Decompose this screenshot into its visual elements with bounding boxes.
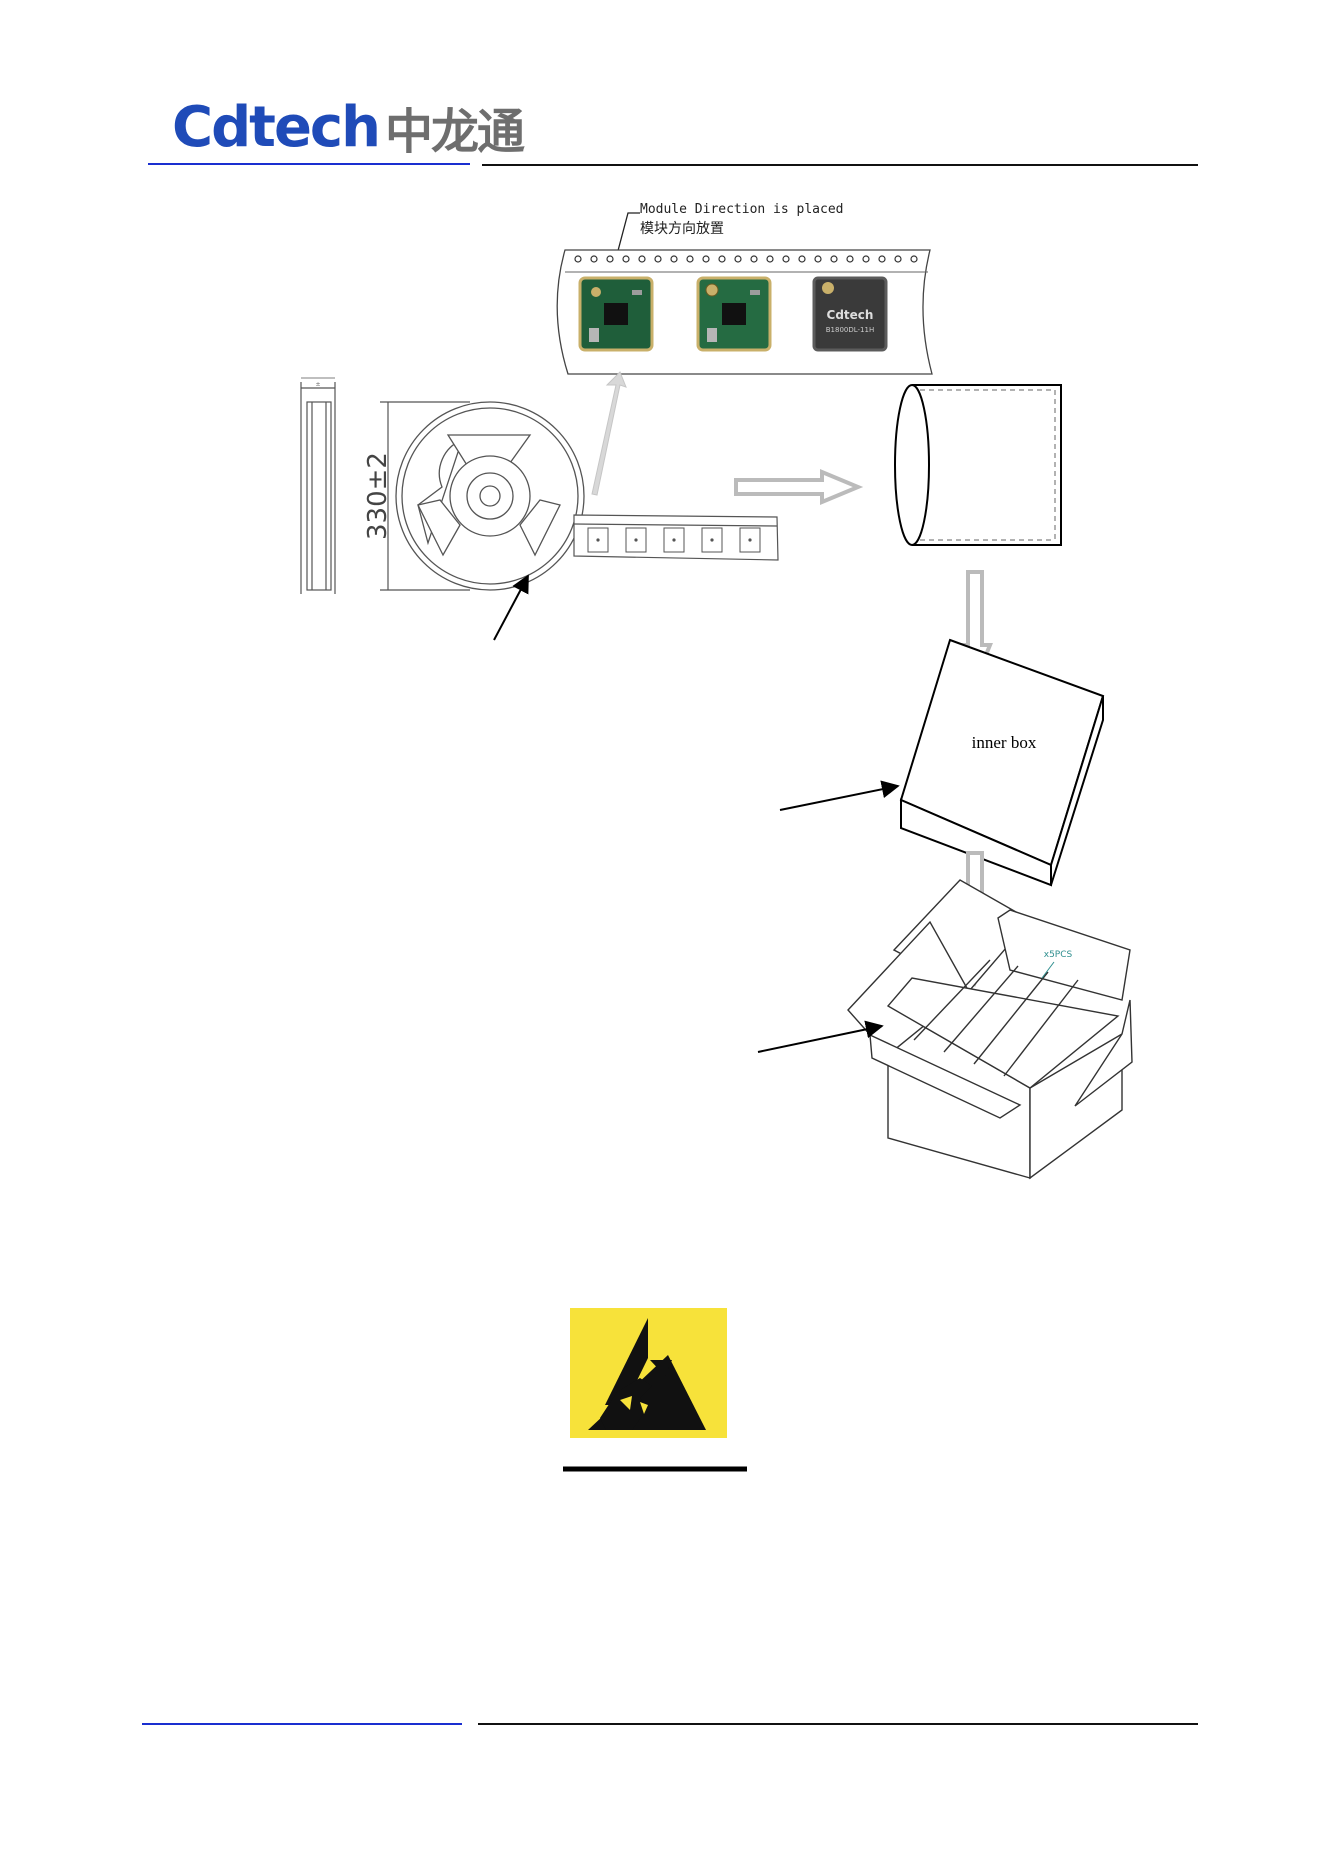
module-pcb-1	[580, 278, 652, 350]
module-shielded: Cdtech B1800DL-11H	[814, 278, 886, 350]
footer-rule-black	[478, 1723, 1198, 1725]
reel-side-view	[301, 378, 335, 594]
module-brand-text: Cdtech	[827, 308, 874, 322]
arrow-reel-to-bag	[736, 472, 858, 502]
inner-box-label: inner box	[972, 733, 1037, 752]
arrow-carton-pointer	[758, 1026, 882, 1052]
outer-carton	[848, 880, 1132, 1178]
reel-front-view	[396, 402, 584, 590]
carrier-tape-reel	[574, 515, 778, 560]
footer-rule-blue	[142, 1723, 462, 1725]
carton-quantity-label: x5PCS	[1044, 950, 1073, 960]
esd-warning-icon	[570, 1308, 727, 1438]
antistatic-bag	[895, 385, 1061, 545]
reel-dimension-text: 330±2	[363, 452, 393, 540]
inner-box	[901, 640, 1103, 885]
tape-label-en: Module Direction is placed	[640, 202, 844, 217]
module-pcb-2	[698, 278, 770, 350]
reel-width-dimension: ±	[315, 381, 320, 388]
module-model-text: B1800DL-11H	[826, 326, 874, 334]
arrow-reel-to-tape	[592, 372, 626, 495]
tape-label-cn: 模块方向放置	[640, 221, 724, 237]
arrow-inner-box-pointer	[780, 786, 898, 810]
